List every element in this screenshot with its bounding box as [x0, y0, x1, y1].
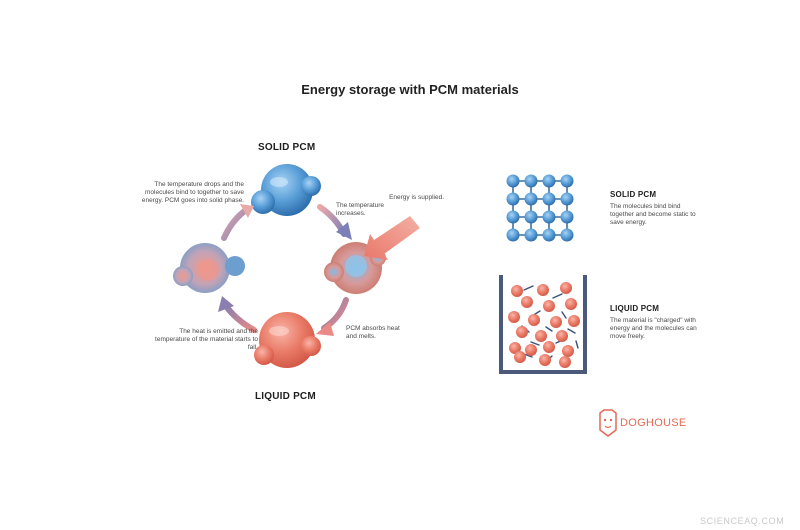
solid-molecule — [542, 210, 556, 224]
motion-arrow — [561, 311, 567, 319]
arrow-solid-to-right-head — [336, 222, 352, 240]
liquid-container — [499, 275, 587, 374]
liquid-molecule — [525, 344, 537, 356]
arrow-right-to-liquid-head — [316, 322, 334, 336]
liquid-molecules — [508, 282, 580, 368]
text-heat-emitted: The heat is emitted and the temperature … — [155, 328, 258, 351]
liquid-molecule — [559, 356, 571, 368]
solid-molecule — [542, 228, 556, 242]
liquid-molecule — [556, 330, 568, 342]
solid-molecule — [542, 192, 556, 206]
motion-arrow — [575, 340, 579, 349]
motion-arrow — [567, 328, 576, 334]
liquid-molecule-bottom — [254, 312, 321, 368]
liquid-molecule — [516, 326, 528, 338]
liquid-molecule — [543, 341, 555, 353]
arrow-left-to-solid — [221, 207, 249, 241]
liquid-molecule — [528, 314, 540, 326]
solid-molecule — [560, 174, 574, 188]
arrow-liquid-to-left-head — [218, 296, 234, 312]
liquid-molecule — [568, 315, 580, 327]
brand-name: DOGHOUSE — [620, 417, 687, 429]
arrow-liquid-to-left — [223, 303, 257, 333]
solid-molecule — [506, 228, 520, 242]
text-temperature-increases: The temperature increases. — [336, 202, 385, 217]
motion-arrow — [545, 326, 553, 332]
solid-molecule — [542, 174, 556, 188]
watermark: SCIENCEAQ.COM — [700, 516, 785, 526]
legend-liquid-title: LIQUID PCM — [610, 304, 660, 313]
liquid-molecule — [539, 354, 551, 366]
liquid-molecule — [562, 345, 574, 357]
solid-molecule — [524, 192, 538, 206]
text-temperature-drops: The temperature drops and the molecules … — [141, 181, 244, 204]
liquid-molecule — [550, 316, 562, 328]
page-title: Energy storage with PCM materials — [301, 82, 519, 97]
solid-molecule — [506, 174, 520, 188]
solid-molecule — [524, 174, 538, 188]
legend-solid-title: SOLID PCM — [610, 190, 657, 199]
energy-supplied-arrow — [364, 216, 420, 260]
legend-solid-desc: The molecules bind bind together and bec… — [610, 203, 696, 226]
motion-arrow — [552, 293, 563, 299]
liquid-molecule — [521, 296, 533, 308]
liquid-molecule — [514, 351, 526, 363]
transition-molecule-left — [173, 243, 245, 293]
liquid-molecule — [560, 282, 572, 294]
liquid-molecule — [508, 311, 520, 323]
solid-pcm-label: SOLID PCM — [258, 142, 316, 153]
text-pcm-absorbs: PCM absorbs heat and melts. — [346, 325, 400, 340]
solid-molecule — [560, 192, 574, 206]
arrow-right-to-liquid — [321, 297, 349, 331]
legend-liquid-desc: The material is "charged" with energy an… — [610, 317, 697, 340]
motion-arrow — [530, 341, 540, 346]
solid-molecule — [506, 192, 520, 206]
motion-arrow — [523, 285, 534, 291]
solid-molecule-top — [251, 164, 321, 216]
solid-molecule — [506, 210, 520, 224]
text-energy-supplied: Energy is supplied. — [389, 194, 444, 201]
solid-molecule — [524, 210, 538, 224]
solid-lattice — [506, 174, 574, 242]
liquid-molecule — [511, 285, 523, 297]
solid-molecule — [560, 228, 574, 242]
liquid-molecule — [535, 330, 547, 342]
liquid-pcm-label: LIQUID PCM — [255, 391, 316, 402]
liquid-molecule — [543, 300, 555, 312]
doghouse-logo-icon — [599, 409, 617, 437]
liquid-molecule — [537, 284, 549, 296]
arrow-left-to-solid-head — [240, 204, 254, 218]
solid-molecule — [560, 210, 574, 224]
liquid-molecule — [509, 342, 521, 354]
liquid-molecule — [565, 298, 577, 310]
solid-molecule — [524, 228, 538, 242]
